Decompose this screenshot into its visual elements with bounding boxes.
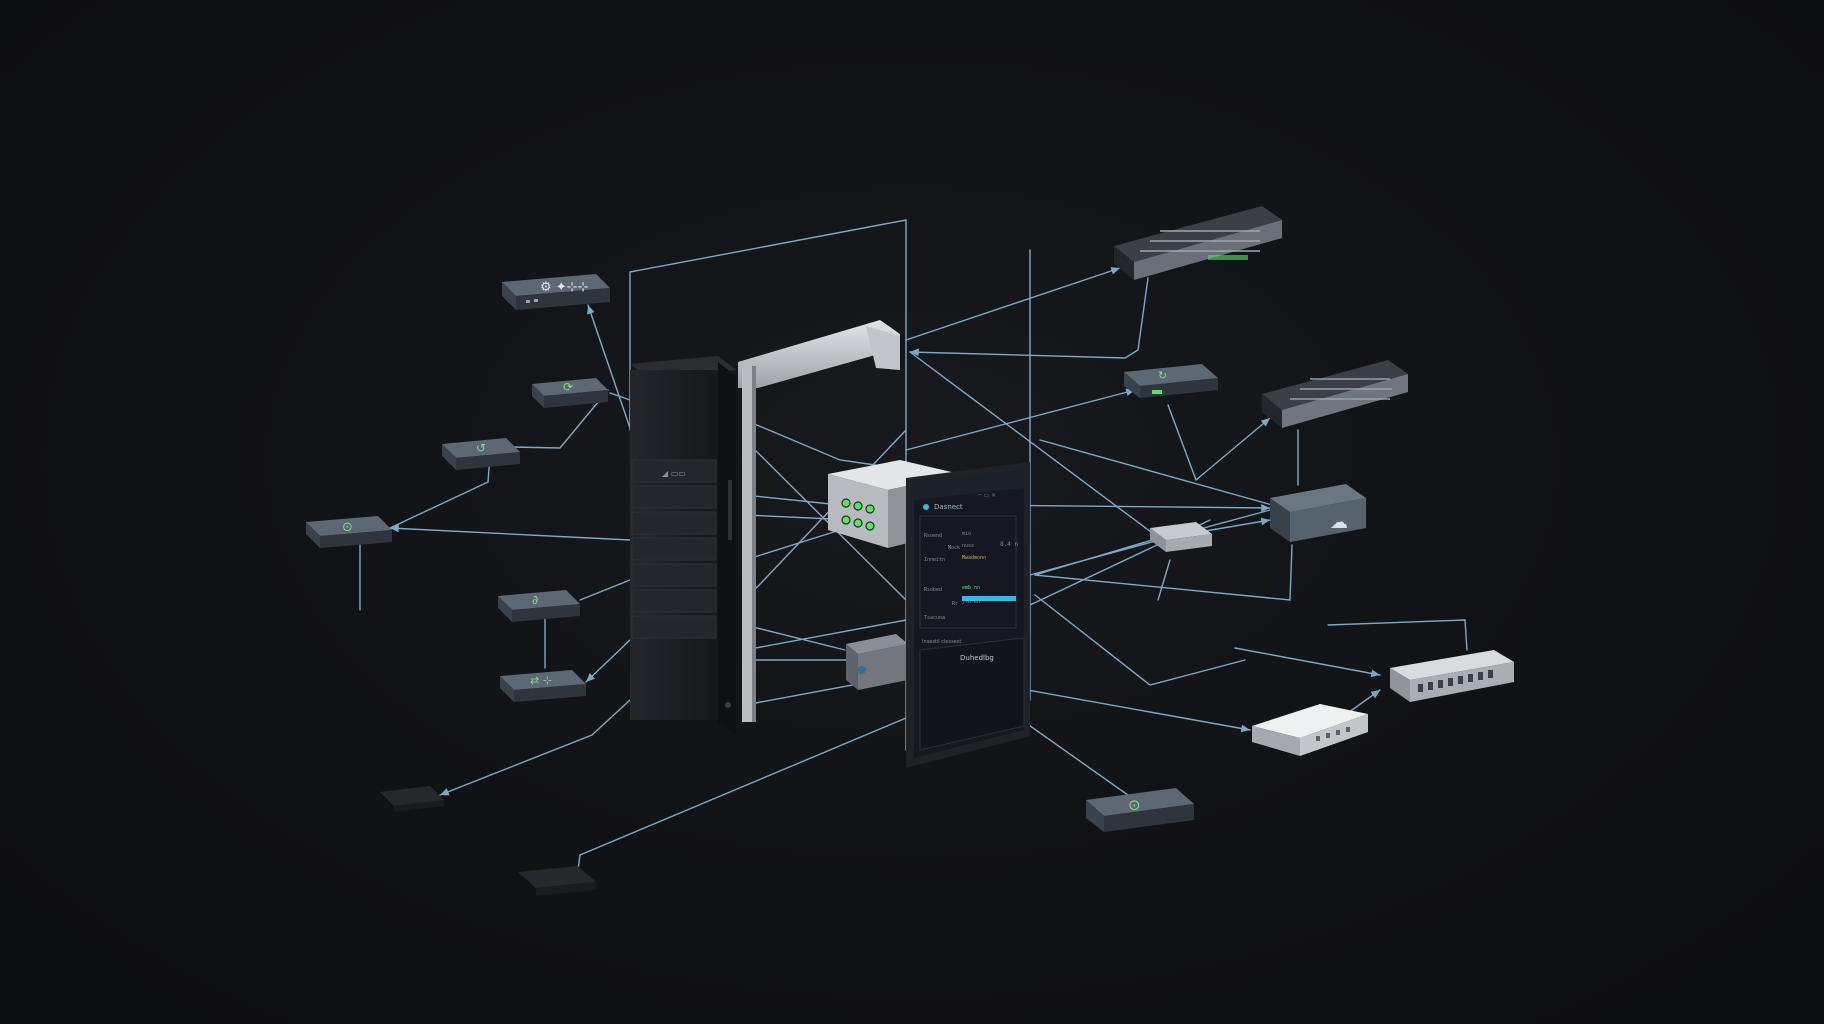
node-left-6[interactable]: ⇄ ⊹ <box>500 670 586 702</box>
link-r8 <box>1034 594 1246 686</box>
link-r15 <box>1039 439 1291 511</box>
link-tl7 <box>439 699 631 796</box>
node-bottom-right[interactable]: ⊙ <box>1086 788 1194 832</box>
gateway-box[interactable] <box>1150 522 1212 552</box>
link-r3 <box>909 351 1156 536</box>
switch-right[interactable] <box>1390 650 1514 702</box>
port-icon <box>858 666 866 674</box>
dashboard-caption: Insestil clessest <box>922 639 961 645</box>
link-tl8 <box>577 717 907 871</box>
rack-server-top[interactable] <box>1114 206 1282 280</box>
leaf-icon: ⟳ <box>563 380 573 394</box>
link-r17 <box>1029 509 1271 576</box>
link-r6 <box>1034 544 1293 601</box>
link-cross4 <box>744 624 846 651</box>
row-label: Rsoend <box>924 533 942 539</box>
progress-bar <box>962 596 1016 601</box>
row-label: Mock <box>948 545 960 551</box>
link-r1b <box>909 277 1149 359</box>
rack-slots <box>631 459 717 639</box>
dashboard-monitor[interactable]: Dasnect ─ ▭ ✕ Rsoend mio Mock nuss Innei… <box>906 462 1030 768</box>
link-hub4 <box>744 529 841 561</box>
gear-icon: ⚙ ✦⊹⊹ <box>540 280 589 295</box>
node-top-left[interactable]: ⚙ ✦⊹⊹ <box>502 274 610 310</box>
link-r10 <box>1327 619 1468 651</box>
dashboard-header: Dasnect <box>934 503 963 511</box>
row-label: Inneitn <box>924 557 945 563</box>
leaf-icon: ↻ <box>1158 369 1167 382</box>
value-right: 8.4 n <box>1000 541 1018 548</box>
node-left-dark-1 <box>380 786 444 812</box>
switch-ports <box>1418 670 1493 692</box>
power-icon: ⊙ <box>1128 796 1141 814</box>
link-tl6 <box>585 639 631 683</box>
row-value: Mwadmonn <box>962 555 986 561</box>
cloud-box[interactable]: ☁ <box>1270 484 1366 542</box>
node-left-dark-2 <box>518 866 596 896</box>
leaf-icon: ∂ <box>532 593 538 607</box>
link-tl1 <box>587 304 631 429</box>
cloud-icon: ☁ <box>1330 512 1348 533</box>
row-label: Rsobed <box>924 587 942 593</box>
link-hub1 <box>744 419 911 471</box>
access-node[interactable]: ↻ <box>1124 364 1218 398</box>
left-nodes: ⚙ ✦⊹⊹ ⟳ ↺ ⊙ ∂ <box>306 274 610 896</box>
node-left-3[interactable]: ↺ <box>442 438 520 470</box>
link-hub2 <box>744 494 841 506</box>
router-white[interactable] <box>1252 704 1368 756</box>
link-tl5 <box>579 579 631 601</box>
link-cross2 <box>744 429 907 601</box>
power-brick[interactable] <box>846 634 908 690</box>
link-r1 <box>905 267 1121 341</box>
node-left-4[interactable]: ⊙ <box>306 516 392 548</box>
panel-title: Duhedlbg <box>960 654 994 662</box>
row-value: jrb en <box>962 599 980 605</box>
link-r9 <box>1234 647 1381 678</box>
dashboard-table: Rsoend mio Mock nuss Inneitn Mwadmonn 8.… <box>919 515 1018 629</box>
row-label: Rr <box>952 601 958 607</box>
rack-server-right[interactable] <box>1262 360 1408 428</box>
link-tl2 <box>609 392 631 401</box>
network-port-icon: ⇄ ⊹ <box>530 674 552 687</box>
leaf-icon: ↺ <box>476 441 486 455</box>
app-icon <box>923 504 929 510</box>
link-r2 <box>905 388 1136 451</box>
tower-logo: ◢ ▭▭ <box>662 469 686 478</box>
row-value: mio <box>962 531 971 537</box>
link-tl3 <box>511 389 609 449</box>
mount-arm[interactable] <box>738 320 900 722</box>
frame-line-mid <box>744 619 907 651</box>
dashboard-panel <box>919 637 1025 751</box>
row-value: emb nn <box>962 585 980 591</box>
server-tower[interactable]: ◢ ▭▭ <box>630 356 736 734</box>
row-label: Tsacuoa <box>924 615 945 621</box>
link-r13 <box>1157 559 1171 601</box>
link-cross1 <box>744 439 907 601</box>
node-left-5[interactable]: ∂ <box>498 590 580 622</box>
right-devices: ↻ ☁ <box>1086 206 1514 832</box>
link-r2b <box>1167 404 1271 482</box>
link-tl4 <box>389 524 631 541</box>
hub-leds <box>841 498 875 531</box>
node-left-2[interactable]: ⟳ <box>532 378 608 408</box>
row-value: nuss <box>962 543 974 549</box>
window-controls-icon: ─ ▭ ✕ <box>977 492 996 499</box>
power-icon: ⊙ <box>342 520 353 535</box>
